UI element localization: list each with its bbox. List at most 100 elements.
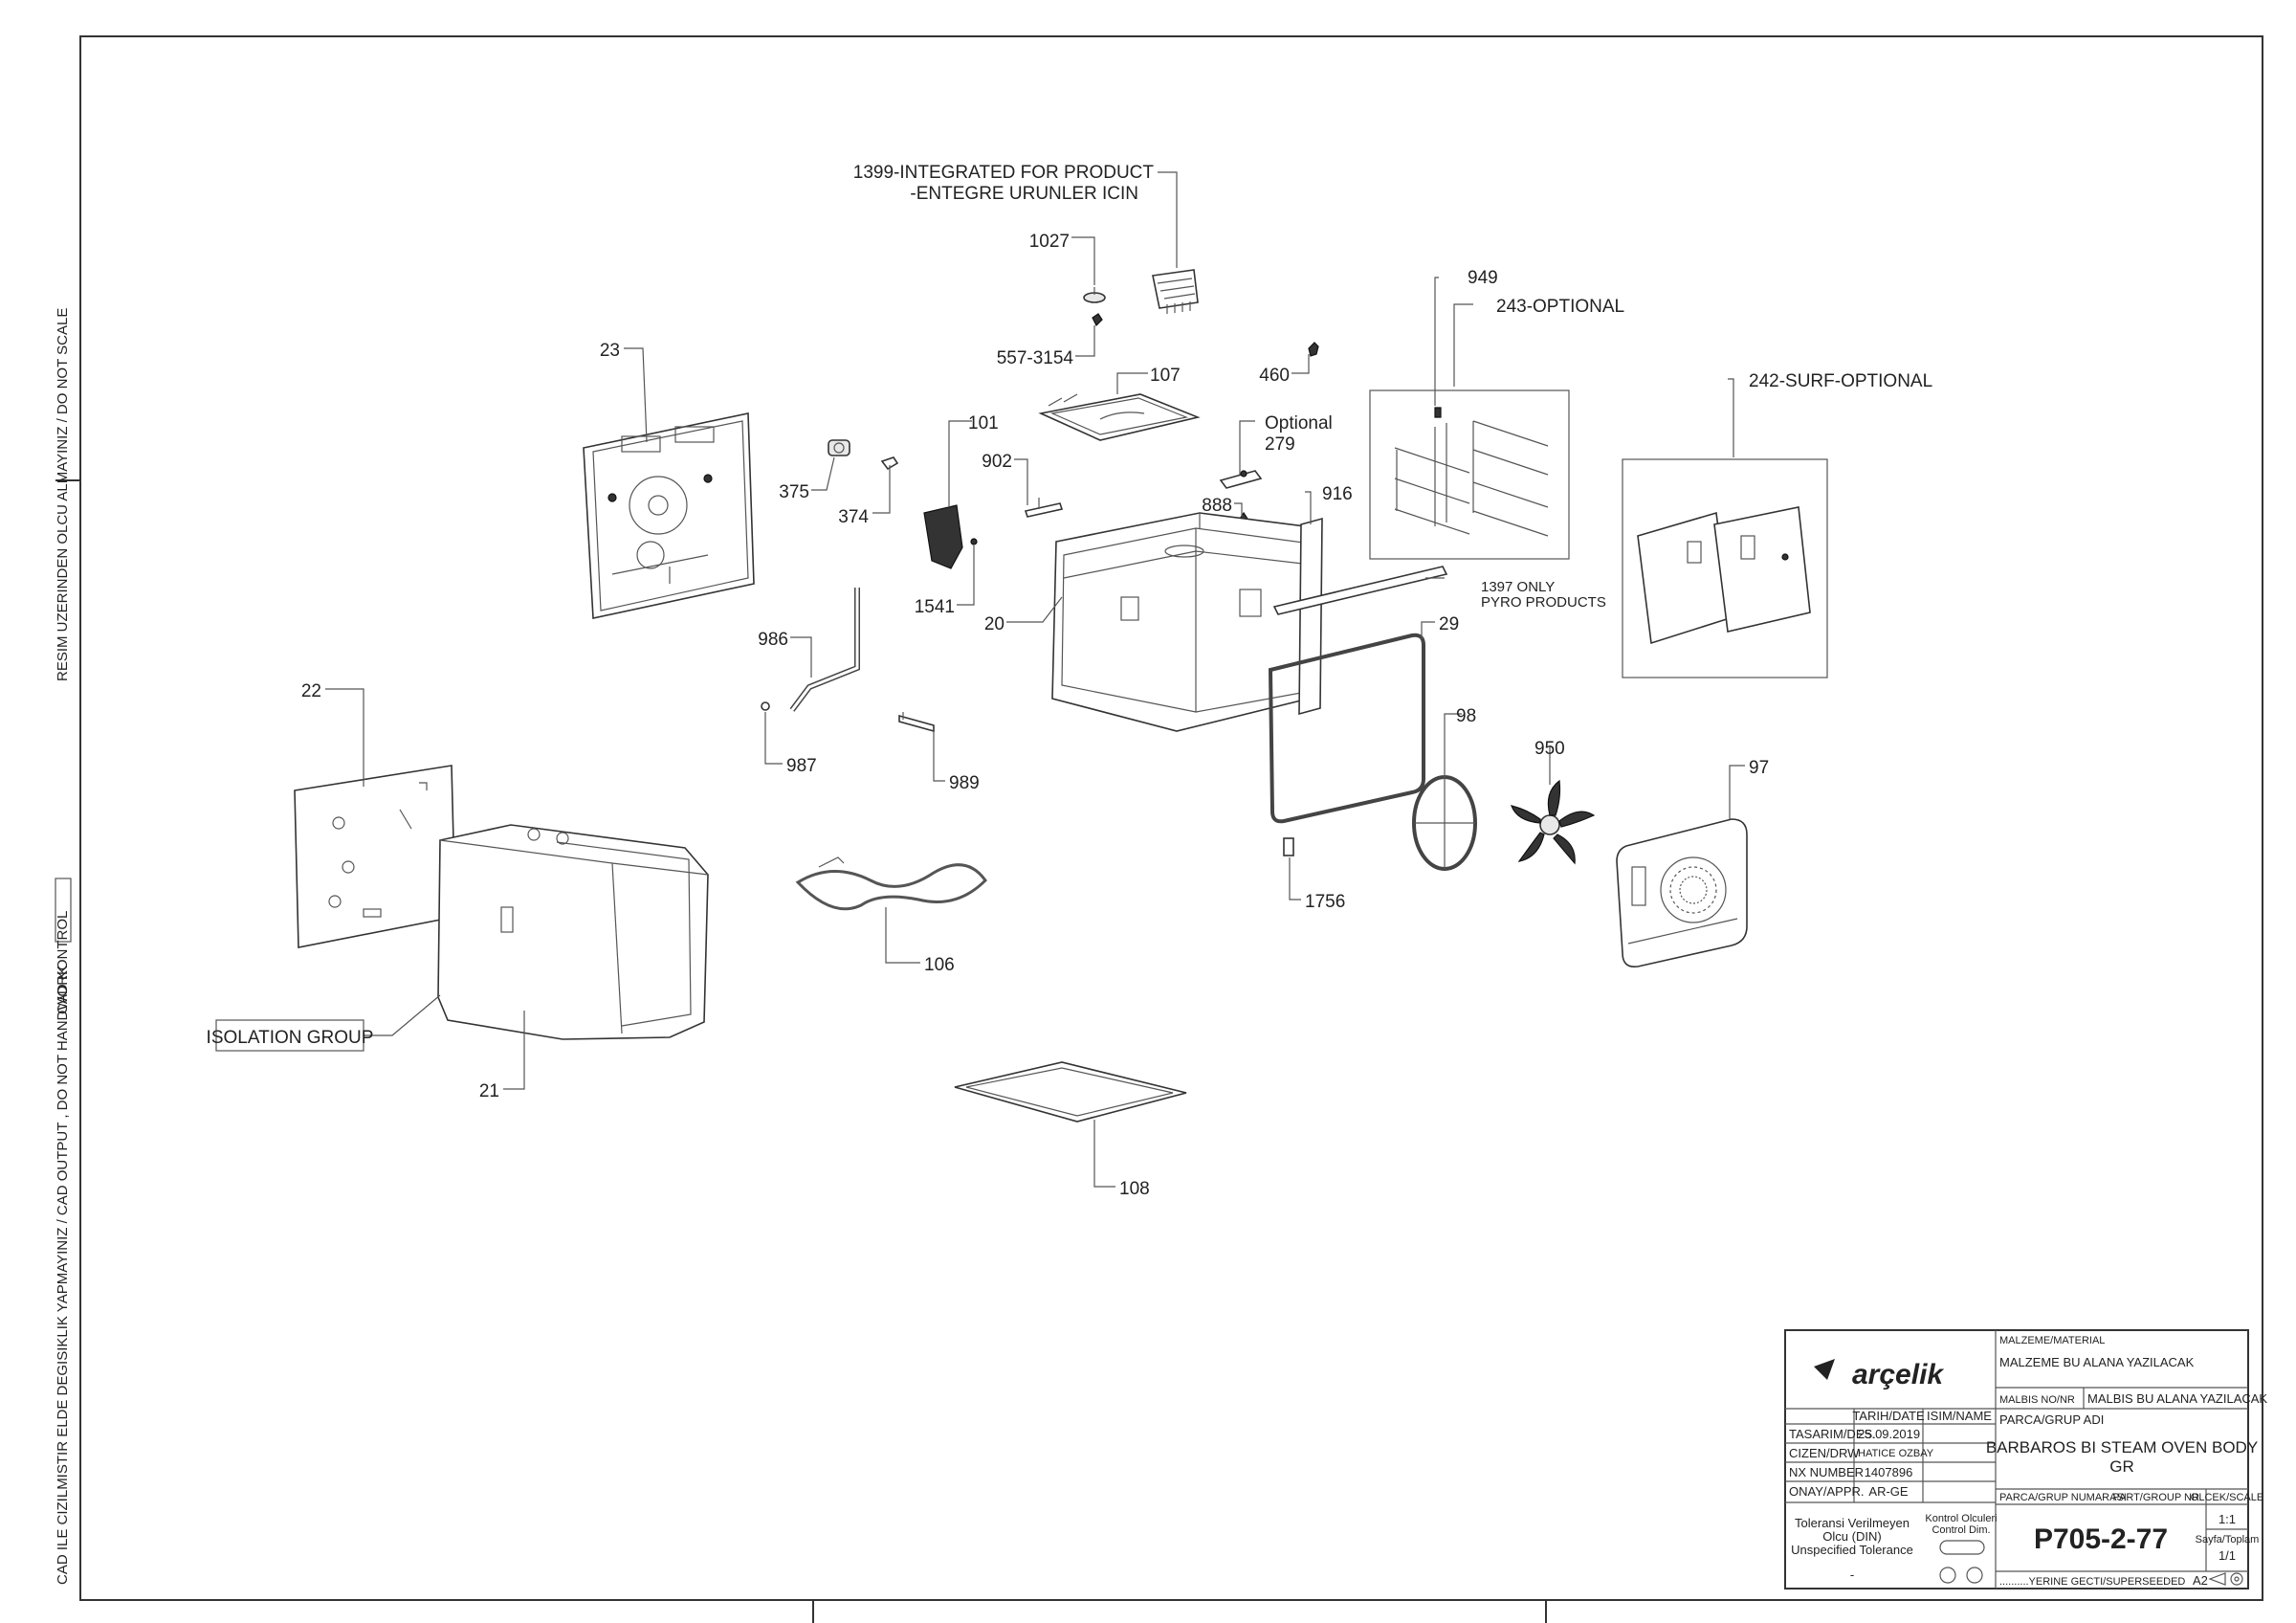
side-note-do-not-scale: RESIM UZERINDEN OLCU ALMAYINIZ / DO NOT … xyxy=(55,308,71,681)
approval-label: ONAY/APPR. xyxy=(1789,1484,1865,1499)
design-label: TASARIM/DES. xyxy=(1789,1427,1876,1441)
part-986-pipe xyxy=(789,588,860,712)
part-916 xyxy=(1298,517,1323,716)
part-1399 xyxy=(1152,269,1199,314)
approval-value: AR-GE xyxy=(1868,1484,1909,1499)
callout-989: 989 xyxy=(949,773,980,793)
callout-98: 98 xyxy=(1456,706,1476,726)
callout-1399-line2: -ENTEGRE URUNLER ICIN xyxy=(910,184,1138,204)
part-279 xyxy=(1219,470,1263,489)
callout-22: 22 xyxy=(301,681,321,701)
part-97-fan-cover xyxy=(1616,818,1748,968)
callout-1027: 1027 xyxy=(1029,232,1070,252)
callout-986: 986 xyxy=(758,630,788,650)
callout-916: 916 xyxy=(1322,484,1353,504)
date-header: TARIH/DATE xyxy=(1852,1409,1925,1423)
drawn-label: CIZEN/DRW xyxy=(1789,1446,1860,1460)
part-21-insulation-box xyxy=(437,824,709,1040)
callout-949: 949 xyxy=(1468,268,1498,288)
callout-950: 950 xyxy=(1534,739,1565,759)
callout-987: 987 xyxy=(786,756,817,776)
part-375 xyxy=(828,439,850,456)
tolerance-line3: Unspecified Tolerance xyxy=(1791,1543,1913,1557)
title-block: arçelik MALZEME/MATERIAL MALZEME BU ALAN… xyxy=(1784,1329,2267,1590)
nx-label: NX NUMBER xyxy=(1789,1465,1864,1479)
scale-header: OLCEK/SCALE xyxy=(2191,1492,2263,1503)
part-950-fan xyxy=(1511,779,1596,865)
callout-101: 101 xyxy=(968,413,999,434)
part-557-3154 xyxy=(1092,313,1103,327)
projection-symbol-circle xyxy=(2230,1572,2243,1586)
part-name-line2: GR xyxy=(2109,1457,2134,1476)
callout-242-surf-optional: 242-SURF-OPTIONAL xyxy=(1749,371,1932,391)
callout-374: 374 xyxy=(838,507,869,527)
material-value: MALZEME BU ALANA YAZILACAK xyxy=(1999,1355,2195,1369)
part-989 xyxy=(898,712,935,733)
part-1541 xyxy=(970,538,978,545)
part-name-header: PARCA/GRUP ADI xyxy=(1999,1412,2104,1427)
callout-isolation-group: ISOLATION GROUP xyxy=(207,1028,374,1048)
callout-21: 21 xyxy=(479,1081,499,1101)
part-1027 xyxy=(1083,287,1106,303)
part-902 xyxy=(1024,498,1064,518)
malbis-value: MALBIS BU ALANA YAZILACAK xyxy=(2087,1391,2267,1406)
callout-23: 23 xyxy=(600,341,620,361)
callout-108: 108 xyxy=(1119,1179,1150,1199)
part-no-header: PARCA/GRUP NUMARASI xyxy=(1999,1492,2127,1503)
callout-1756: 1756 xyxy=(1305,892,1345,912)
part-22-insulation-plate xyxy=(294,765,456,948)
drawing-border xyxy=(79,35,2263,1601)
callout-557-3154: 557-3154 xyxy=(997,348,1074,368)
sheet-size: A2 xyxy=(2193,1573,2208,1588)
tolerance-dash: - xyxy=(1850,1567,1854,1582)
callout-243-optional: 243-OPTIONAL xyxy=(1496,297,1624,317)
callout-107: 107 xyxy=(1150,366,1181,386)
drawn-name: HATICE OZBAY xyxy=(1858,1448,1934,1459)
part-29-door-seal xyxy=(1268,633,1425,824)
superseded-label: ..........YERINE GECTI/SUPERSEEDED xyxy=(1999,1576,2185,1588)
arcelik-logo-mark xyxy=(1814,1359,1835,1380)
part-106-bottom-element xyxy=(795,856,987,911)
callout-460: 460 xyxy=(1259,366,1290,386)
part-374 xyxy=(880,456,899,475)
scale-value: 1:1 xyxy=(2219,1512,2236,1526)
control-symbol-right xyxy=(1966,1567,1983,1584)
callout-1541: 1541 xyxy=(915,597,955,617)
part-101 xyxy=(923,504,978,569)
callout-20: 20 xyxy=(984,614,1004,634)
cad-control-box xyxy=(55,878,72,943)
part-98-fan-ring xyxy=(1412,775,1477,871)
tolerance-line2: Olcu (DIN) xyxy=(1822,1529,1881,1544)
callout-888: 888 xyxy=(1202,496,1232,516)
design-date: 25.09.2019 xyxy=(1858,1427,1920,1441)
part-949 xyxy=(1434,407,1442,418)
part-23-rear-panel xyxy=(583,412,755,619)
callout-1397-line2: PYRO PRODUCTS xyxy=(1481,594,1606,611)
part-no-header-en: PART/GROUP NR. xyxy=(2112,1492,2202,1503)
part-987 xyxy=(761,701,770,711)
side-notes: RESIM UZERINDEN OLCU ALMAYINIZ / DO NOT … xyxy=(55,308,72,1585)
part-1756 xyxy=(1283,837,1294,856)
part-20-oven-cavity xyxy=(1051,512,1321,732)
control-symbol-left xyxy=(1939,1567,1956,1584)
callout-1397-line1: 1397 ONLY xyxy=(1481,579,1555,595)
callout-29: 29 xyxy=(1439,614,1459,634)
name-header: ISIM/NAME xyxy=(1927,1409,1992,1423)
callout-375: 375 xyxy=(779,482,809,502)
part-460 xyxy=(1308,342,1319,357)
malbis-header: MALBIS NO/NR xyxy=(1999,1394,2075,1406)
material-header: MALZEME/MATERIAL xyxy=(1999,1335,2105,1346)
callout-optional: Optional xyxy=(1265,413,1333,434)
control-line2: Control Dim. xyxy=(1932,1524,1990,1536)
arcelik-logo: arçelik xyxy=(1852,1359,1944,1390)
page-value: 1/1 xyxy=(2219,1548,2236,1563)
side-note-cad-output: CAD ILE CIZILMISTIR ELDE DEGISIKLIK YAPM… xyxy=(55,966,71,1585)
callout-97: 97 xyxy=(1749,758,1769,778)
callout-106: 106 xyxy=(924,955,955,975)
callout-902: 902 xyxy=(982,452,1012,472)
nx-value: 1407896 xyxy=(1865,1465,1913,1479)
part-number: P705-2-77 xyxy=(2034,1523,2168,1555)
control-dim-symbol xyxy=(1939,1540,1985,1555)
part-name-line1: BARBAROS BI STEAM OVEN BODY xyxy=(1986,1438,2258,1456)
